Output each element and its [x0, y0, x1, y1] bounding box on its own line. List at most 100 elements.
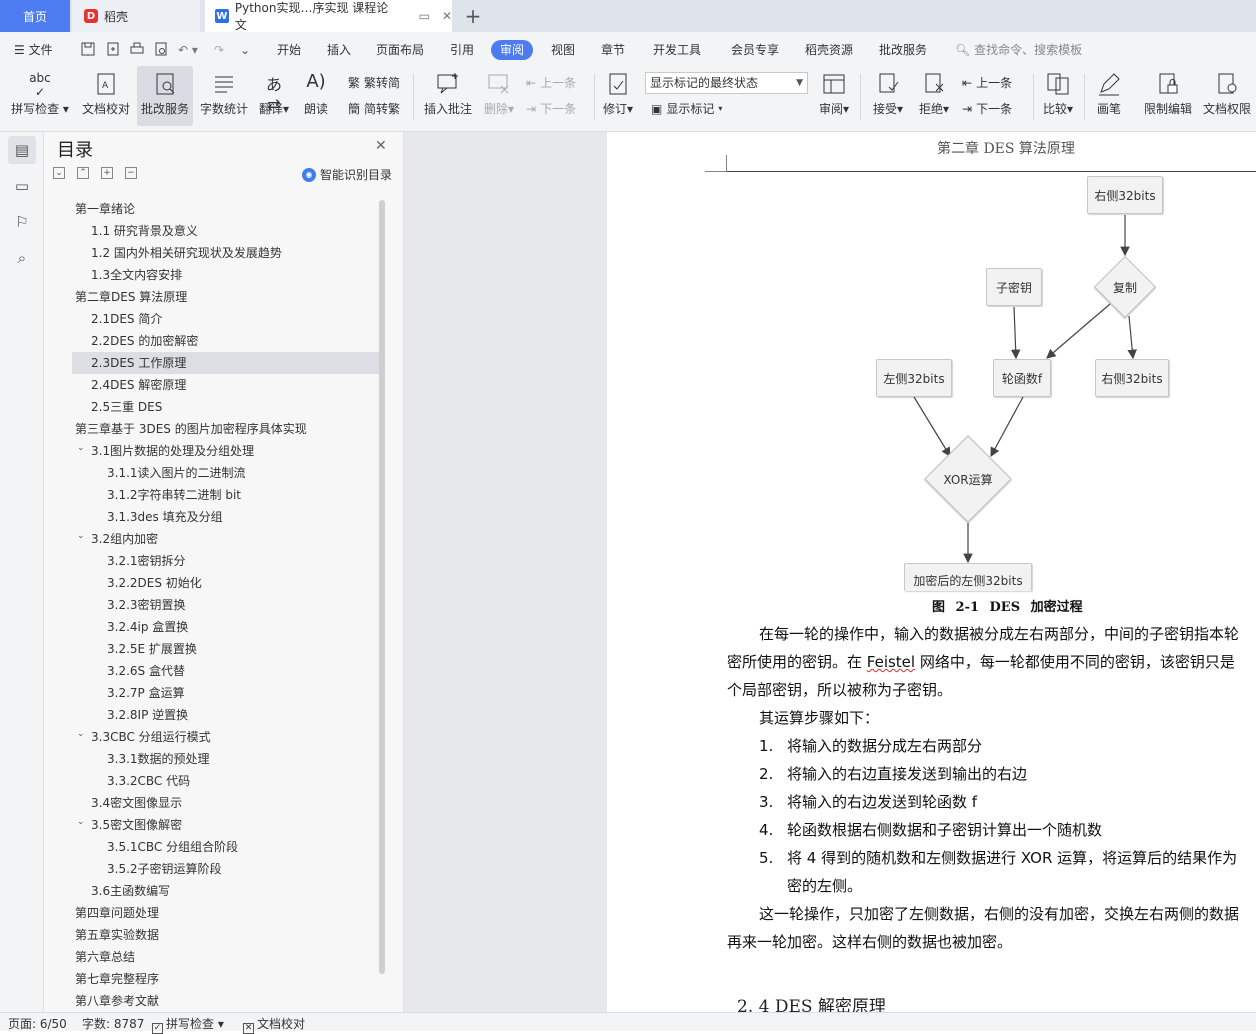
toc-item[interactable]: ⌄3.3CBC 分组运行模式	[72, 726, 380, 748]
show-markup-button[interactable]: ▣显示标记▾	[651, 100, 722, 117]
toc-item[interactable]: ⌄第三章基于 3DES 的图片加密程序具体实现	[72, 418, 380, 440]
toc-item[interactable]: 第六章总结	[72, 946, 380, 968]
prev-change-button[interactable]: ⇤上一条	[962, 74, 1012, 91]
translate-button[interactable]: あ⇄ 翻译▾	[256, 66, 292, 126]
chevron-down-icon[interactable]: ⌄	[77, 531, 85, 541]
print-icon[interactable]	[129, 41, 145, 57]
toc-item[interactable]: 3.3.1数据的预处理	[72, 748, 380, 770]
menu-review[interactable]: 审阅	[491, 40, 534, 60]
menu-developer[interactable]: 开发工具	[653, 43, 702, 57]
toc-item[interactable]: 3.4密文图像显示	[72, 792, 380, 814]
accept-button[interactable]: 接受▾	[869, 66, 907, 126]
toc-item[interactable]: 3.6主函数编写	[72, 880, 380, 902]
save-icon[interactable]	[80, 41, 96, 57]
toc-item[interactable]: 第五章实验数据	[72, 924, 380, 946]
toc-item[interactable]: 2.1DES 简介	[72, 308, 380, 330]
toc-item[interactable]: 1.1 研究背景及意义	[72, 220, 380, 242]
redo-icon[interactable]: ↷	[214, 43, 225, 57]
toc-item[interactable]: 3.2.1密钥拆分	[72, 550, 380, 572]
toc-item[interactable]: 2.4DES 解密原理	[72, 374, 380, 396]
insert-comment-button[interactable]: 插入批注	[420, 66, 476, 126]
toc-item[interactable]: 3.5.1CBC 分组组合阶段	[72, 836, 380, 858]
toc-item[interactable]: 3.3.2CBC 代码	[72, 770, 380, 792]
toc-item[interactable]: 2.5三重 DES	[72, 396, 380, 418]
menu-daoke-resource[interactable]: 稻壳资源	[805, 43, 854, 57]
next-comment-button[interactable]: ⇥下一条	[526, 100, 576, 117]
markup-state-select[interactable]: 显示标记的最终状态▼	[645, 72, 808, 94]
wordcount-button[interactable]: 字数统计	[197, 66, 251, 126]
simp-to-trad-button[interactable]: 簡简转繁	[348, 100, 400, 117]
file-menu[interactable]: ☰ 文件	[14, 40, 53, 60]
document-page[interactable]: 第二章 DES 算法原理 右侧32bits 子密钥 复制 左侧32bits 轮函…	[607, 132, 1256, 1012]
search-icon[interactable]: ⌕	[17, 249, 27, 267]
review-pane-button[interactable]: 审阅▾	[816, 66, 852, 126]
close-tab-icon[interactable]: ✕	[441, 9, 452, 23]
toc-item[interactable]: ⌄第一章绪论	[72, 198, 380, 220]
reject-button[interactable]: 拒绝▾	[915, 66, 953, 126]
prev-comment-button[interactable]: ⇤上一条	[526, 74, 576, 91]
pin-icon[interactable]: ▭	[418, 9, 430, 23]
undo-icon[interactable]: ↶ ▾	[178, 43, 198, 57]
toc-item[interactable]: 3.2.8IP 逆置换	[72, 704, 380, 726]
trad-to-simp-button[interactable]: 繁繁转简	[348, 74, 400, 91]
smart-toc-button[interactable]: ◉ 智能识别目录	[302, 166, 392, 183]
command-search[interactable]: 🔍︎ 查找命令、搜索模板	[955, 40, 1082, 60]
toc-item[interactable]: 1.3全文内容安排	[72, 264, 380, 286]
doc-permission-button[interactable]: 文档权限	[1199, 66, 1255, 126]
toc-item[interactable]: ⌄3.5密文图像解密	[72, 814, 380, 836]
menu-correction-service[interactable]: 批改服务	[879, 43, 928, 57]
toc-item[interactable]: 3.2.6S 盒代替	[72, 660, 380, 682]
new-tab-button[interactable]: +	[460, 0, 486, 32]
toc-item[interactable]: 3.2.7P 盒运算	[72, 682, 380, 704]
menu-page-layout[interactable]: 页面布局	[376, 43, 425, 57]
toc-item[interactable]: 第七章完整程序	[72, 968, 380, 990]
menu-reference[interactable]: 引用	[450, 43, 475, 57]
toc-item[interactable]: 3.1.1读入图片的二进制流	[72, 462, 380, 484]
menu-view[interactable]: 视图	[551, 43, 576, 57]
tab-daoke[interactable]: D 稻壳	[72, 0, 200, 32]
expand-up-icon[interactable]: ⌃	[77, 167, 89, 179]
export-pdf-icon[interactable]	[105, 41, 121, 57]
toc-item[interactable]: ⌄第二章DES 算法原理	[72, 286, 380, 308]
next-change-button[interactable]: ⇥下一条	[962, 100, 1012, 117]
toc-item[interactable]: 3.1.2字符串转二进制 bit	[72, 484, 380, 506]
toc-item[interactable]: ⌄3.1图片数据的处理及分组处理	[72, 440, 380, 462]
restrict-edit-button[interactable]: 限制编辑	[1140, 66, 1196, 126]
toc-nav-icon[interactable]: ▤	[8, 136, 36, 164]
proofread-status[interactable]: ✕文档校对	[243, 1015, 305, 1034]
menu-start[interactable]: 开始	[277, 43, 302, 57]
revise-button[interactable]: 修订▾	[600, 66, 636, 126]
doccheck-button[interactable]: A 文档校对	[78, 66, 134, 126]
more-dropdown-icon[interactable]: ⌄	[240, 43, 251, 57]
toc-item[interactable]: 3.2.3密钥置换	[72, 594, 380, 616]
tab-home[interactable]: 首页	[0, 0, 70, 32]
toc-item[interactable]: 第八章参考文献	[72, 990, 380, 1010]
compare-button[interactable]: 比较▾	[1039, 66, 1077, 126]
toc-item[interactable]: 2.3DES 工作原理	[72, 352, 380, 374]
toc-item[interactable]: 第四章问题处理	[72, 902, 380, 924]
toc-item[interactable]: 2.2DES 的加密解密	[72, 330, 380, 352]
toc-item[interactable]: ⌄3.2组内加密	[72, 528, 380, 550]
close-icon[interactable]: ✕	[375, 138, 387, 154]
chapter-nav-icon[interactable]: ▭	[14, 177, 30, 195]
spellcheck-status[interactable]: ✓拼写检查 ▾	[152, 1017, 224, 1034]
chevron-down-icon[interactable]: ⌄	[77, 729, 85, 739]
chevron-down-icon[interactable]: ⌄	[77, 443, 85, 453]
read-aloud-button[interactable]: A) 朗读	[299, 66, 333, 126]
delete-comment-button[interactable]: 删除▾	[480, 66, 518, 126]
toc-item[interactable]: 3.5.2子密钥运算阶段	[72, 858, 380, 880]
correction-service-button[interactable]: 批改服务	[137, 66, 193, 126]
toc-item[interactable]: 1.2 国内外相关研究现状及发展趋势	[72, 242, 380, 264]
word-count[interactable]: 字数: 8787	[82, 1017, 145, 1031]
toc-item[interactable]: 3.2.2DES 初始化	[72, 572, 380, 594]
menu-member[interactable]: 会员专享	[731, 43, 780, 57]
bookmark-icon[interactable]: ⚐	[15, 213, 29, 231]
add-item-icon[interactable]: +	[101, 167, 113, 179]
print-preview-icon[interactable]	[153, 41, 169, 57]
remove-item-icon[interactable]: −	[125, 167, 137, 179]
toc-item[interactable]: 3.1.3des 填充及分组	[72, 506, 380, 528]
spellcheck-button[interactable]: abc✓ 拼写检查 ▾	[11, 71, 69, 116]
menu-chapter[interactable]: 章节	[601, 43, 626, 57]
page-indicator[interactable]: 页面: 6/50	[8, 1017, 67, 1031]
chevron-down-icon[interactable]: ⌄	[77, 817, 85, 827]
